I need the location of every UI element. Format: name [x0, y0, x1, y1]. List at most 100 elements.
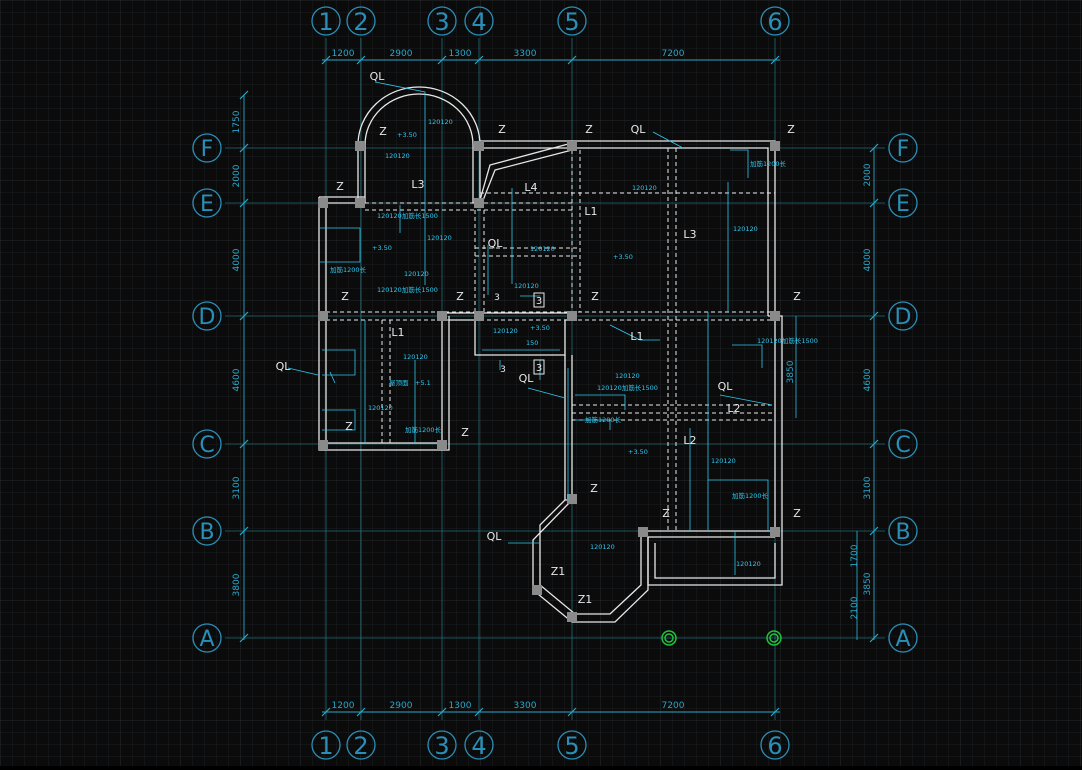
- dim-left-1: 1750: [232, 110, 242, 133]
- diagonal-wall[interactable]: [479, 142, 573, 209]
- note-slab-1500: 120120加筋长1500: [377, 285, 438, 294]
- label-l1: L1: [391, 326, 404, 339]
- axis-bubble-top-3[interactable]: [427, 6, 457, 36]
- axis-label-right-A: A: [895, 627, 910, 652]
- axis-bubble-left-D[interactable]: [192, 301, 222, 331]
- note-level: +3.50: [613, 253, 633, 261]
- label-l1: L1: [630, 330, 643, 343]
- column-z[interactable]: [318, 198, 328, 208]
- axis-bubble-bottom-3[interactable]: [427, 730, 457, 760]
- axis-bubble-top-2[interactable]: [346, 6, 376, 36]
- axis-bubble-top-6[interactable]: [760, 6, 790, 36]
- column-z[interactable]: [638, 527, 648, 537]
- dim-right-8: 3850: [786, 360, 796, 383]
- axis-bubble-left-C[interactable]: [192, 429, 222, 459]
- axis-bubble-right-C[interactable]: [888, 429, 918, 459]
- column-z[interactable]: [474, 311, 484, 321]
- label-ql: QL: [519, 372, 535, 385]
- axis-bubble-left-A[interactable]: [192, 623, 222, 653]
- column-z[interactable]: [474, 141, 484, 151]
- column-z[interactable]: [318, 311, 328, 321]
- note-reinf: 加筋1200长: [750, 159, 787, 168]
- axis-label-right-D: D: [895, 305, 912, 330]
- axis-bubble-bottom-6[interactable]: [760, 730, 790, 760]
- axis-bubble-bottom-1[interactable]: [311, 730, 341, 760]
- axis-bubble-right-E[interactable]: [888, 188, 918, 218]
- axis-label-bottom-1: 1: [318, 732, 333, 760]
- axis-bubble-left-E[interactable]: [192, 188, 222, 218]
- column-z[interactable]: [355, 141, 365, 151]
- axis-bubble-left-F[interactable]: [192, 133, 222, 163]
- note-slab-1500: 120120加筋长1500: [377, 211, 438, 220]
- column-z[interactable]: [567, 311, 577, 321]
- label-z1: Z1: [578, 593, 593, 606]
- note-slab: 120120: [736, 560, 761, 568]
- column-z[interactable]: [355, 198, 365, 208]
- marker-circle[interactable]: [661, 630, 677, 646]
- column-z[interactable]: [474, 198, 484, 208]
- axis-bubble-right-D[interactable]: [888, 301, 918, 331]
- column-z[interactable]: [567, 141, 577, 151]
- column-z[interactable]: [437, 311, 447, 321]
- axis-label-bottom-5: 5: [564, 732, 579, 760]
- column-z[interactable]: [770, 311, 780, 321]
- column-z[interactable]: [770, 527, 780, 537]
- note-slab: 120120: [530, 245, 555, 253]
- column-z[interactable]: [437, 440, 447, 450]
- note-slab-1500: 120120加筋长1500: [757, 336, 818, 345]
- dim-left-2: 2000: [232, 164, 242, 187]
- label-z: Z: [345, 420, 353, 433]
- dimension-ticks: [239, 55, 879, 717]
- column-z[interactable]: [567, 494, 577, 504]
- note-level: +3.50: [530, 324, 550, 332]
- axis-bubble-top-1[interactable]: [311, 6, 341, 36]
- label-ql: QL: [370, 70, 386, 83]
- lower-left-room[interactable]: [318, 316, 450, 451]
- axis-bubble-right-A[interactable]: [888, 623, 918, 653]
- note-slab: 120120: [615, 372, 640, 380]
- dim-top-3: 1300: [449, 49, 472, 59]
- marker-circle[interactable]: [664, 633, 674, 643]
- axis-label-top-3: 3: [434, 8, 449, 36]
- marker-circle[interactable]: [766, 630, 782, 646]
- dim-left-4: 4600: [232, 368, 242, 391]
- outer-wall-left[interactable]: [318, 196, 365, 316]
- dim-bottom-3: 1300: [449, 701, 472, 711]
- axis-label-left-E: E: [200, 192, 214, 217]
- note-level: +3.50: [397, 131, 417, 139]
- axis-bubble-bottom-4[interactable]: [464, 730, 494, 760]
- axis-bubble-top-4[interactable]: [464, 6, 494, 36]
- axis-bubble-bottom-2[interactable]: [346, 730, 376, 760]
- axis-bubbles-left: [192, 133, 222, 653]
- dim-top-1: 1200: [332, 49, 355, 59]
- note-reinf: 加筋1200长: [585, 415, 622, 424]
- axis-label-left-A: A: [199, 627, 214, 652]
- bottom-right-room[interactable]: [647, 531, 783, 586]
- stair-mark-box[interactable]: [533, 292, 545, 308]
- axis-label-left-D: D: [199, 305, 216, 330]
- column-z[interactable]: [770, 141, 780, 151]
- beams-dashed: [326, 148, 775, 531]
- note-slab: 120120: [590, 543, 615, 551]
- axis-bubble-top-5[interactable]: [557, 6, 587, 36]
- marker-circle[interactable]: [769, 633, 779, 643]
- note-slab: 120120: [514, 282, 539, 290]
- note-slab: 120120: [733, 225, 758, 233]
- axis-bubble-right-F[interactable]: [888, 133, 918, 163]
- dim-right-3: 4600: [863, 368, 873, 391]
- axis-label-top-4: 4: [471, 8, 486, 36]
- axis-label-bottom-2: 2: [353, 732, 368, 760]
- column-z[interactable]: [318, 440, 328, 450]
- column-z1[interactable]: [532, 585, 542, 595]
- stair-mark-box[interactable]: [533, 359, 545, 375]
- axis-label-top-5: 5: [564, 8, 579, 36]
- column-z1[interactable]: [567, 612, 577, 622]
- axis-bubble-bottom-5[interactable]: [557, 730, 587, 760]
- axis-label-bottom-4: 4: [471, 732, 486, 760]
- axis-bubble-right-B[interactable]: [888, 516, 918, 546]
- axis-bubble-left-B[interactable]: [192, 516, 222, 546]
- dimension-lines: [243, 59, 875, 713]
- dim-top-5: 7200: [662, 49, 685, 59]
